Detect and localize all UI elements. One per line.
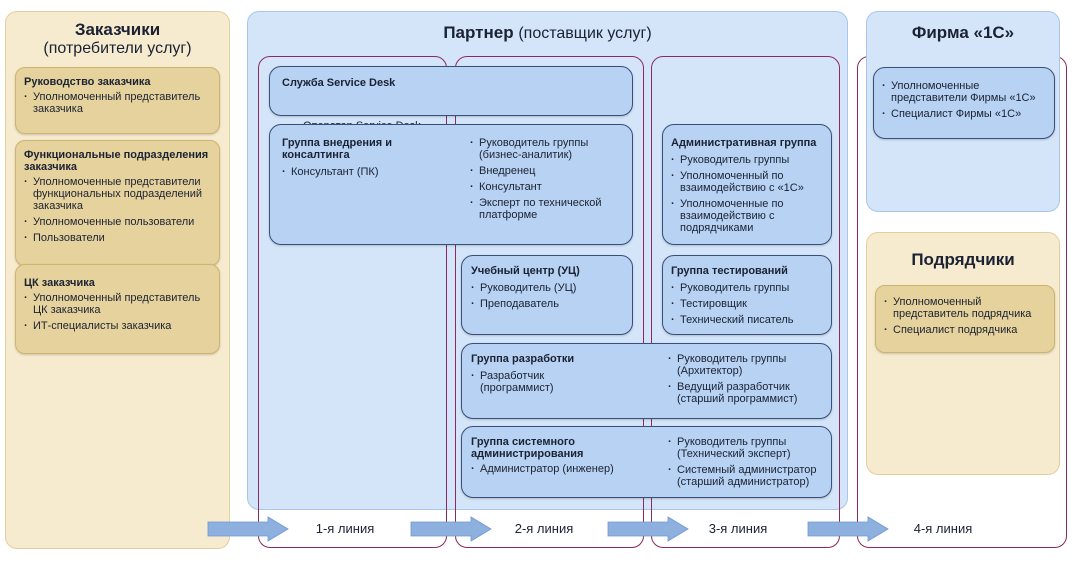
customers-title: Заказчики: [74, 20, 161, 39]
list-item: Ведущий разработчик (старший программист…: [668, 381, 828, 405]
contractors-card: Уполномоченный представитель подрядчика …: [875, 285, 1055, 353]
list-item: Специалист подрядчика: [884, 324, 1046, 336]
customers-subtitle: (потребители услуг): [43, 40, 192, 57]
arrow-line-2-icon: [410, 516, 492, 542]
list-item: Уполномоченные представители функциональ…: [24, 176, 211, 212]
list-item: Руководитель группы (бизнес-аналитик): [470, 137, 630, 161]
line-3-label: 3-я линия: [708, 521, 768, 536]
customer-functional-card: Функциональные подразделения заказчика У…: [15, 140, 220, 266]
sysadmin-right-list: Руководитель группы (Технический эксперт…: [668, 436, 830, 492]
list-item: Руководитель группы (Архитектор): [668, 353, 828, 377]
list-item: Руководитель группы: [671, 154, 823, 166]
list-item: Системный администратор (старший админис…: [668, 464, 830, 488]
list-item: Уполномоченный представитель заказчика: [24, 91, 211, 115]
list-item: Преподаватель: [471, 298, 623, 310]
card-title: Руководство заказчика: [24, 76, 151, 88]
line-3-frame: [651, 56, 840, 548]
card-title: Группа внедрения и консалтинга: [282, 137, 392, 161]
list-item: Тестировщик: [671, 298, 823, 310]
firm-1c-panel: Фирма «1С» Уполномоченные представители …: [866, 11, 1060, 212]
list-item: Уполномоченный по взаимодействию с «1С»: [671, 170, 823, 194]
partner-title-main: Партнер: [443, 23, 514, 42]
line-4-label: 4-я линия: [913, 521, 973, 536]
card-title: Группа разработки: [471, 353, 575, 365]
list-item: Консультант (ПК): [282, 166, 644, 178]
implementation-right-list: Руководитель группы (бизнес-аналитик) Вн…: [470, 137, 630, 225]
arrow-line-3-icon: [607, 516, 689, 542]
line-2-frame: [455, 56, 644, 548]
training-center-card: Учебный центр (УЦ) Руководитель (УЦ) Пре…: [461, 255, 633, 335]
list-item: Уполномоченный представитель ЦК заказчик…: [24, 292, 211, 316]
list-item: Специалист Фирмы «1С»: [882, 108, 1046, 120]
line-1-frame: [258, 56, 447, 548]
line-1-label: 1-я линия: [315, 521, 375, 536]
list-item: Разработчик (программист): [471, 370, 591, 394]
card-title: Учебный центр (УЦ): [471, 265, 580, 277]
list-item: Технический писатель: [671, 314, 823, 326]
list-item: Руководитель группы (Технический эксперт…: [668, 436, 830, 460]
card-title: ЦК заказчика: [24, 277, 95, 289]
list-item: Уполномоченный представитель подрядчика: [884, 296, 1046, 320]
list-item: Консультант: [470, 181, 630, 193]
list-item: Уполномоченные представители Фирмы «1С»: [882, 80, 1046, 104]
list-item: Уполномоченные пользователи: [24, 216, 211, 228]
development-right-list: Руководитель группы (Архитектор) Ведущий…: [668, 353, 828, 409]
admin-group-card: Административная группа Руководитель гру…: [662, 124, 832, 245]
customers-panel: Заказчики (потребители услуг) Руководств…: [5, 11, 230, 549]
customer-ck-card: ЦК заказчика Уполномоченный представител…: [15, 264, 220, 354]
implementation-group-card: Группа внедрения и консалтинга Консульта…: [269, 124, 633, 245]
card-title: Группа системного администрирования: [471, 436, 584, 460]
list-item: Руководитель группы: [671, 282, 823, 294]
card-title: Функциональные подразделения заказчика: [24, 149, 209, 173]
list-item: Уполномоченные по взаимодействию с подря…: [671, 198, 823, 234]
customer-management-card: Руководство заказчика Уполномоченный пре…: [15, 67, 220, 134]
service-desk-card: Служба Service Desk Оператор Service Des…: [269, 66, 633, 148]
firm-1c-title: Фирма «1С»: [911, 23, 1015, 42]
line-2-label: 2-я линия: [514, 521, 574, 536]
arrow-line-4-icon: [807, 516, 889, 542]
arrow-line-1-icon: [207, 516, 289, 542]
list-item: Внедренец: [470, 165, 630, 177]
partner-title: Партнер (поставщик услуг): [247, 23, 848, 43]
list-item: Администратор (инженер): [471, 463, 840, 475]
card-title: Административная группа: [671, 137, 817, 149]
contractors-panel: Подрядчики Уполномоченный представитель …: [866, 232, 1060, 475]
list-item: Эксперт по технической платформе: [470, 197, 630, 221]
contractors-title: Подрядчики: [911, 250, 1015, 269]
list-item: Руководитель (УЦ): [471, 282, 623, 294]
sysadmin-group-card: Группа системного администрирования Адми…: [461, 426, 832, 498]
partner-title-sub: (поставщик услуг): [518, 25, 652, 42]
list-item: ИТ-специалисты заказчика: [24, 320, 211, 332]
development-group-card: Группа разработки Разработчик (программи…: [461, 343, 832, 419]
card-title: Служба Service Desk: [282, 77, 396, 89]
firm-1c-card: Уполномоченные представители Фирмы «1С» …: [873, 67, 1055, 139]
testing-group-card: Группа тестирований Руководитель группы …: [662, 255, 832, 335]
list-item: Пользователи: [24, 232, 211, 244]
card-title: Группа тестирований: [671, 265, 788, 277]
